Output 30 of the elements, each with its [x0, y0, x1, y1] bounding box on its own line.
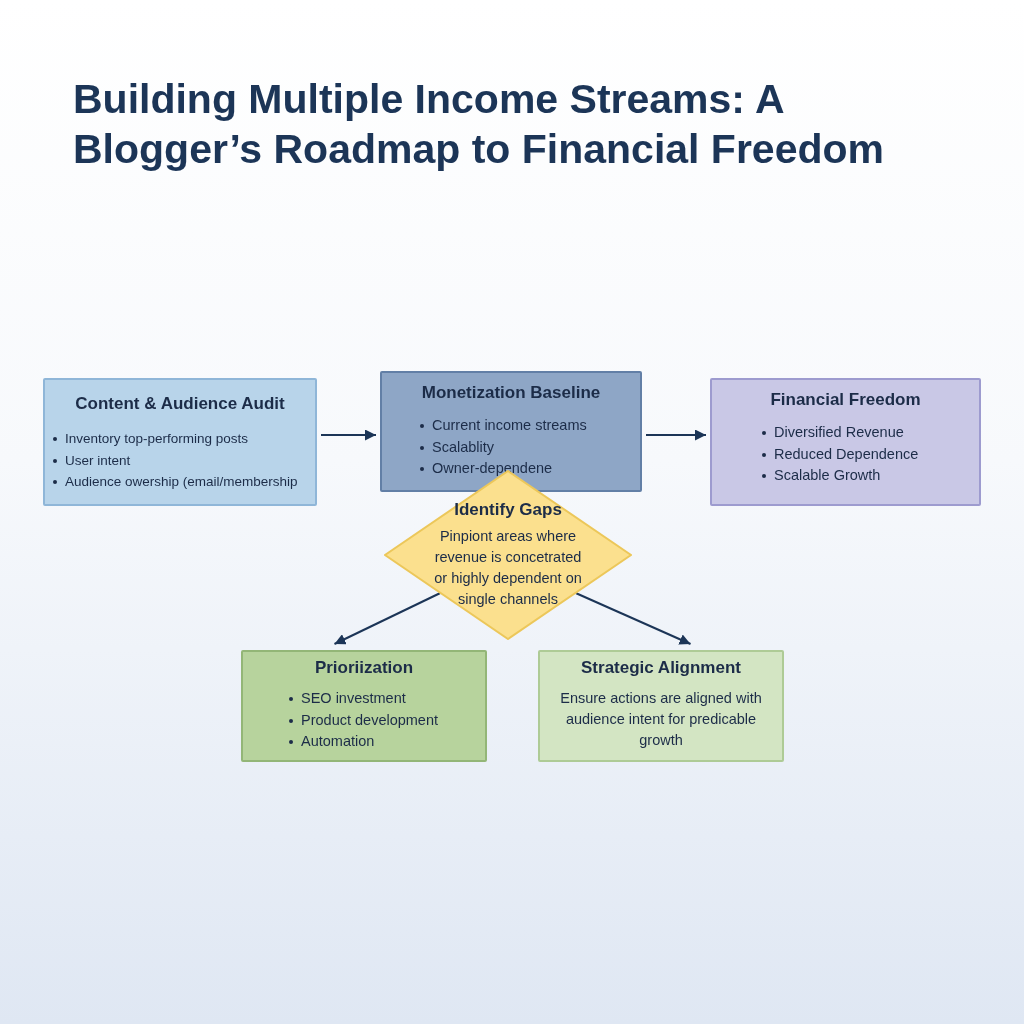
process-box — [241, 650, 487, 762]
arrow — [333, 592, 441, 645]
box-heading: Monetization Baseline — [420, 383, 602, 403]
bullet-item: Inventory top-performing posts — [51, 428, 315, 450]
bullet-item: Reduced Dependence — [760, 443, 979, 465]
box-heading: Prioriization — [313, 658, 415, 678]
bullet-item: Scalablity — [418, 436, 640, 458]
title: Building Multiple Income Streams: A Blogger’s Roadmap to Financial Freedom — [73, 75, 885, 174]
process-box — [43, 378, 317, 506]
body-text: Ensure actions are aligned with audience intent for predicable growth — [559, 689, 763, 750]
box-heading: Identify Gaps — [453, 500, 563, 520]
arrow — [575, 592, 692, 645]
process-box — [538, 650, 784, 762]
bullet-item: SEO investment — [287, 688, 485, 710]
process-box — [380, 371, 642, 492]
bullet-item: Automation — [287, 731, 485, 753]
body-text: Pinpiont areas where revenue is concetrated or highly dependent on single channels — [433, 527, 583, 609]
bullet-item: Diversified Revenue — [760, 422, 979, 444]
bullet-item: Scalable Growth — [760, 465, 979, 487]
box-heading: Content & Audience Audit — [74, 394, 286, 414]
arrow — [645, 429, 707, 441]
bullet-item: Owner-dependene — [418, 458, 640, 480]
bullet-item: Product development — [287, 709, 485, 731]
arrow — [320, 429, 377, 441]
process-box — [710, 378, 981, 506]
bullet-item: User intent — [51, 449, 315, 471]
box-heading: Financial Freedom — [769, 390, 922, 410]
box-heading: Strategic Alignment — [580, 658, 742, 678]
bullet-item: Audience owership (email/membership — [51, 471, 315, 493]
bullet-item: Current income streams — [418, 415, 640, 437]
